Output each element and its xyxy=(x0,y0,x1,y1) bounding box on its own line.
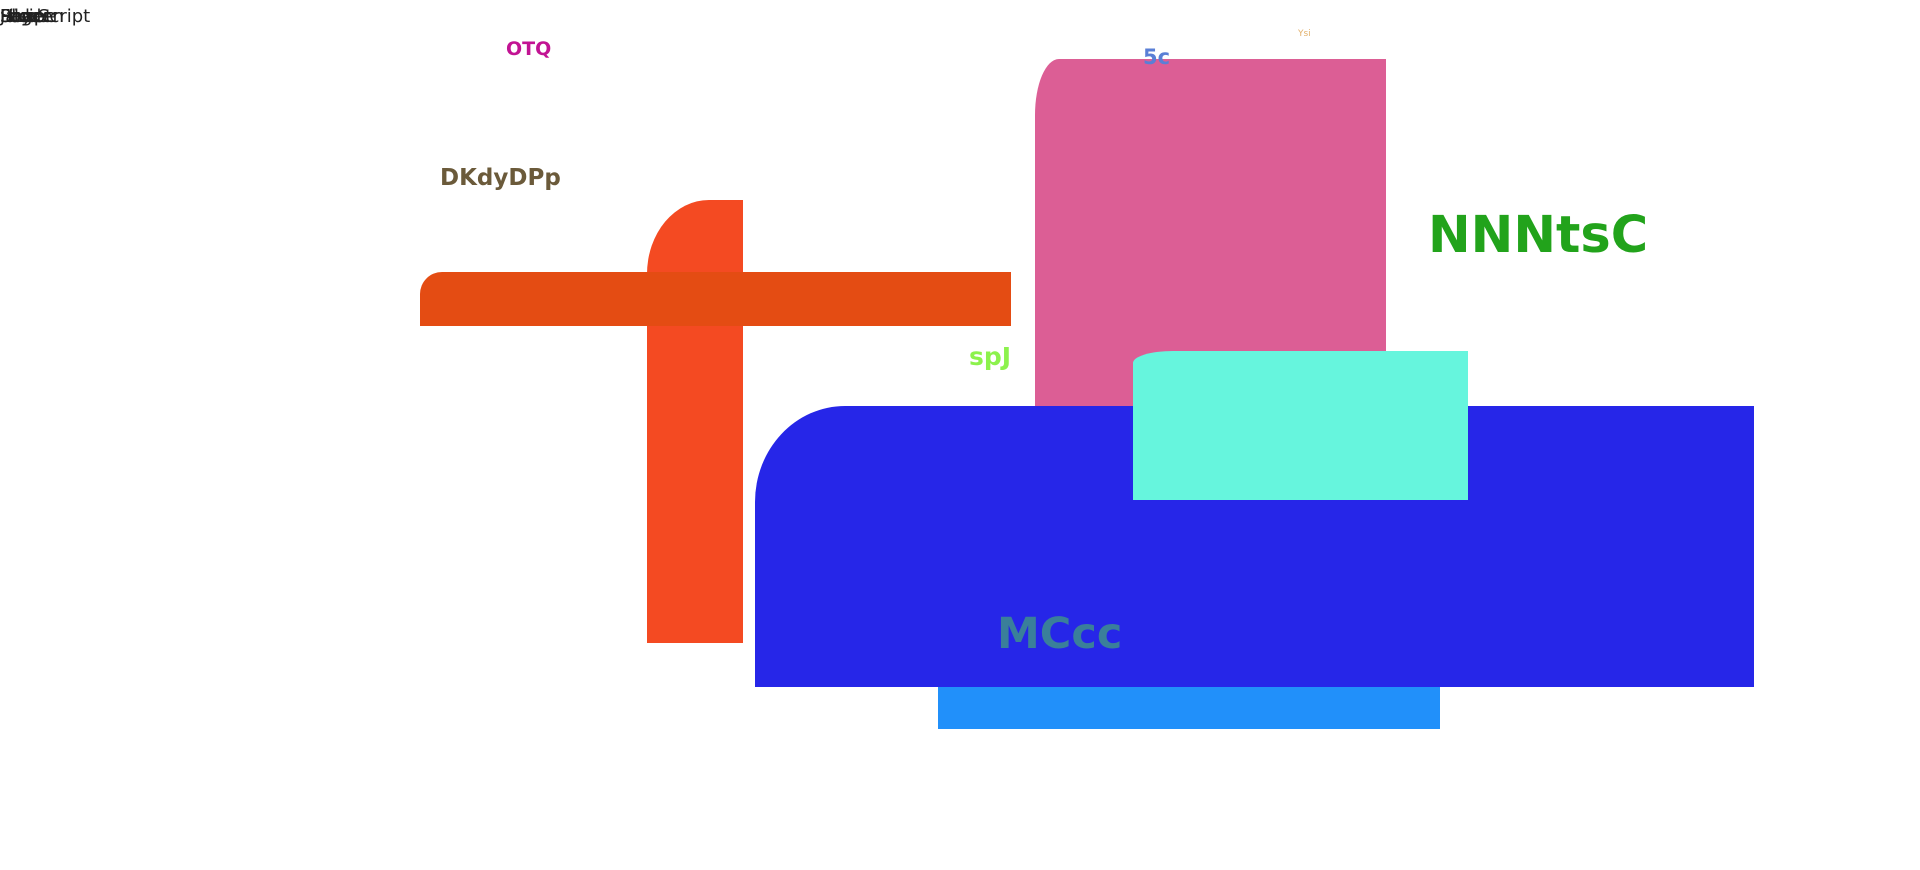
overlap-text-6: Page xyxy=(0,6,44,27)
label-otq: OTQ xyxy=(506,38,552,60)
overlapping-text-stack: Hidden Layer Shape Script File Page Java… xyxy=(0,8,120,32)
overlap-text-7: JavaScript xyxy=(0,6,91,27)
sky-blue-strip xyxy=(938,680,1440,729)
overlap-text-4: Script xyxy=(0,6,53,27)
overlap-text-3: Shape xyxy=(0,6,57,27)
label-nnntsc: NNNtsC xyxy=(1428,206,1649,265)
overlap-text-1: Hidden xyxy=(0,6,64,27)
label-dkdydpp: DKdyDPp xyxy=(440,165,561,191)
orange-vertical-bar xyxy=(647,200,743,643)
label-ysi: Ysi xyxy=(1298,29,1311,39)
label-5c: 5c xyxy=(1143,45,1171,69)
label-spj: spJ xyxy=(969,342,1012,371)
orange-horizontal-bar xyxy=(420,272,1011,326)
overlap-text-5: File xyxy=(0,6,31,27)
label-mccc: MCcc xyxy=(997,609,1123,659)
cyan-rectangle xyxy=(1133,351,1468,500)
overlap-text-2: Layer xyxy=(0,6,51,27)
